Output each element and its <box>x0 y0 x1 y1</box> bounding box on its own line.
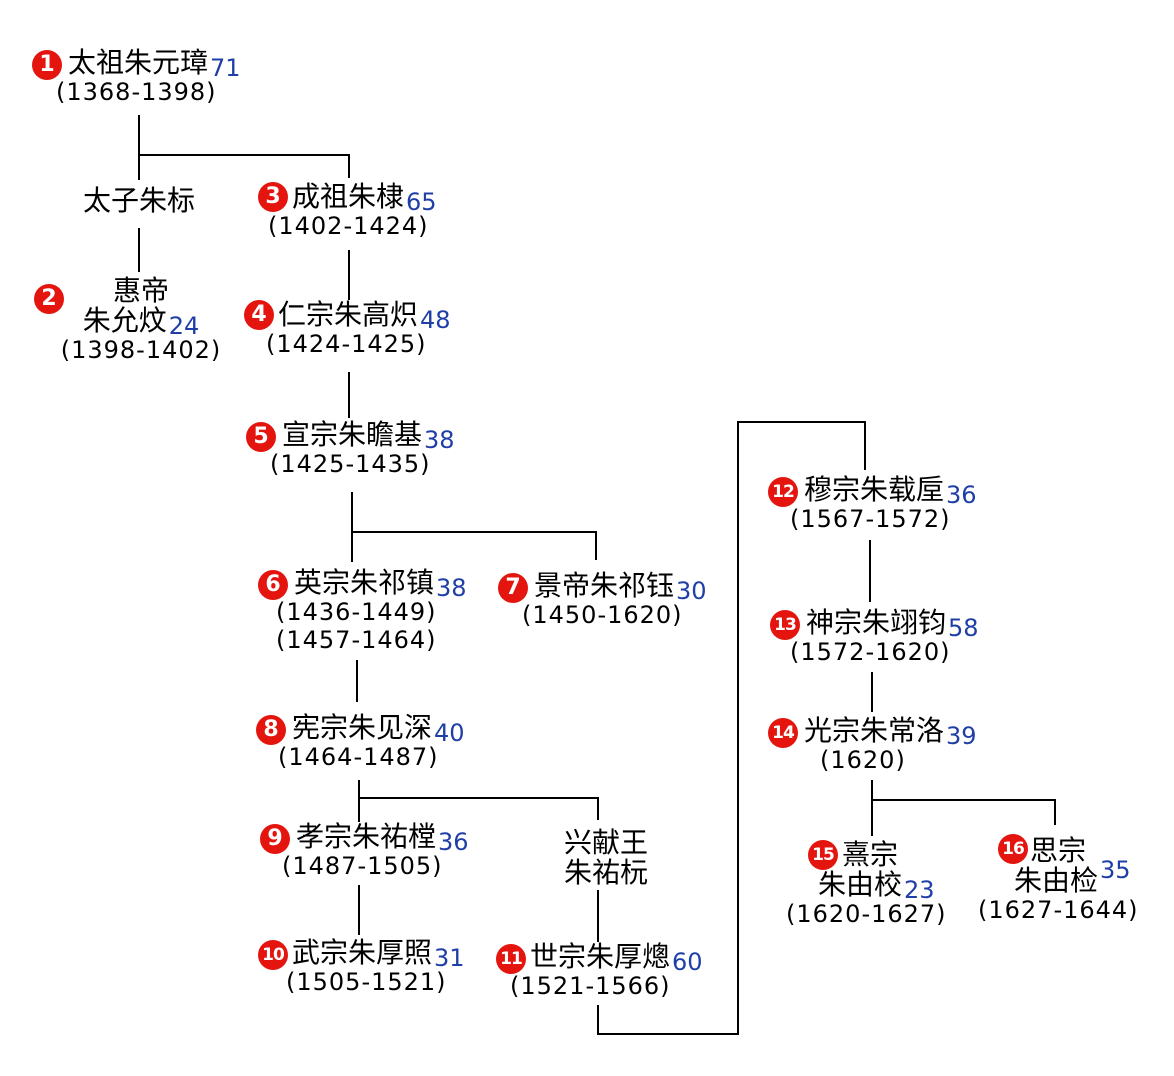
reign-years: (1398-1402) <box>60 336 222 364</box>
prince-xingxian: 兴献王 朱祐杬 <box>548 828 664 888</box>
crown-prince-zhubiao: 太子朱标 <box>83 184 196 217</box>
badge-3: 3 <box>258 182 288 212</box>
emperor-name: 太祖朱元璋 <box>68 46 209 79</box>
badge-13: 13 <box>770 610 800 640</box>
badge-10: 10 <box>258 940 288 970</box>
reign-years: (1572-1620) <box>790 638 951 666</box>
badge-14: 14 <box>768 718 798 748</box>
age-at-death: 38 <box>424 426 455 454</box>
edge-1-children <box>138 115 350 180</box>
age-at-death: 65 <box>406 188 437 216</box>
emperor-name: 景帝朱祁钰 <box>534 569 675 602</box>
reign-years: (1450-1620) <box>522 601 683 629</box>
badge-12: 12 <box>768 477 798 507</box>
edge-8-children <box>358 780 599 822</box>
age-at-death: 58 <box>948 614 979 642</box>
age-at-death: 40 <box>434 719 465 747</box>
emperor-name: 穆宗朱载垕 <box>804 473 945 506</box>
badge-1: 1 <box>32 50 62 80</box>
badge-6: 6 <box>258 570 288 600</box>
emperor-name: 光宗朱常洛 <box>804 714 945 747</box>
emperor-name: 朱由校 <box>818 868 903 901</box>
emperor-name: 成祖朱棣 <box>292 180 405 213</box>
edge-11-12 <box>597 421 866 1035</box>
age-at-death: 48 <box>420 306 451 334</box>
badge-16: 16 <box>998 834 1028 864</box>
reign-years: (1487-1505) <box>282 852 443 880</box>
age-at-death: 31 <box>434 944 465 972</box>
badge-5: 5 <box>246 422 276 452</box>
edge-14-children <box>871 780 1056 836</box>
badge-7: 7 <box>498 573 528 603</box>
emperor-name: 神宗朱翊钧 <box>806 606 947 639</box>
badge-8: 8 <box>256 715 286 745</box>
reign-years: (1368-1398) <box>56 78 217 106</box>
emperor-1: 1 太祖朱元璋71 (1368-1398) <box>32 48 241 106</box>
emperor-4: 4 仁宗朱高炽48 (1424-1425) <box>244 300 451 358</box>
emperor-6: 6 英宗朱祁镇38 (1436-1449) (1457-1464) <box>258 568 467 654</box>
emperor-16: 思宗 朱由检35 (1627-1644) <box>970 834 1160 925</box>
badge-11: 11 <box>496 944 526 974</box>
temple-title: 惠帝 <box>112 274 169 307</box>
reign-years: (1425-1435) <box>270 450 431 478</box>
reign-years: (1521-1566) <box>510 972 671 1000</box>
emperor-15: 熹宗 朱由校23 (1620-1627) <box>786 838 976 929</box>
reign-years-second: (1457-1464) <box>276 626 437 654</box>
age-at-death: 23 <box>904 876 935 904</box>
emperor-14: 14 光宗朱常洛39 (1620) <box>768 716 977 774</box>
age-at-death: 36 <box>946 481 977 509</box>
age-at-death: 36 <box>438 828 469 856</box>
reign-years: (1567-1572) <box>790 505 951 533</box>
emperor-name: 宣宗朱瞻基 <box>282 418 423 451</box>
emperor-name: 朱由检 <box>1014 864 1099 897</box>
badge-15: 15 <box>808 840 838 870</box>
emperor-10: 10 武宗朱厚照31 (1505-1521) <box>258 938 465 996</box>
reign-years: (1627-1644) <box>978 896 1139 924</box>
emperor-name: 朱允炆 <box>82 304 167 337</box>
emperor-name: 宪宗朱见深 <box>292 711 433 744</box>
reign-years: (1402-1424) <box>268 212 429 240</box>
emperor-7: 7 景帝朱祁钰30 (1450-1620) <box>498 571 707 629</box>
prince-name: 朱祐杬 <box>563 856 648 889</box>
age-at-death: 38 <box>436 574 467 602</box>
emperor-5: 5 宣宗朱瞻基38 (1425-1435) <box>246 420 455 478</box>
age-at-death: 24 <box>168 312 200 340</box>
emperor-name: 仁宗朱高炽 <box>278 298 419 331</box>
badge-9: 9 <box>260 824 290 854</box>
emperor-name: 英宗朱祁镇 <box>294 566 435 599</box>
reign-years: (1464-1487) <box>278 743 439 771</box>
age-at-death: 35 <box>1100 856 1131 884</box>
reign-years: (1620-1627) <box>786 900 947 928</box>
prince-title: 兴献王 <box>563 826 648 859</box>
edge-5-children <box>351 492 597 562</box>
emperor-3: 3 成祖朱棣65 (1402-1424) <box>258 182 437 240</box>
reign-years: (1505-1521) <box>286 968 447 996</box>
age-at-death: 30 <box>676 577 707 605</box>
badge-2: 2 <box>34 284 64 314</box>
age-at-death: 60 <box>672 948 703 976</box>
emperor-2: 惠帝 朱允炆24 (1398-1402) <box>52 274 230 365</box>
temple-title: 思宗 <box>1030 834 1087 867</box>
emperor-name: 武宗朱厚照 <box>292 936 433 969</box>
age-at-death: 71 <box>210 54 241 82</box>
badge-4: 4 <box>244 300 274 330</box>
emperor-11: 11 世宗朱厚熜60 (1521-1566) <box>496 942 703 1000</box>
temple-title: 熹宗 <box>842 838 899 871</box>
emperor-12: 12 穆宗朱载垕36 (1567-1572) <box>768 475 977 533</box>
emperor-name: 世宗朱厚熜 <box>530 940 671 973</box>
emperor-9: 9 孝宗朱祐樘36 (1487-1505) <box>260 822 469 880</box>
emperor-name: 孝宗朱祐樘 <box>296 820 437 853</box>
emperor-8: 8 宪宗朱见深40 (1464-1487) <box>256 713 465 771</box>
reign-years: (1424-1425) <box>266 330 427 358</box>
emperor-13: 13 神宗朱翊钧58 (1572-1620) <box>770 608 979 666</box>
reign-years: (1436-1449) <box>276 598 437 626</box>
age-at-death: 39 <box>946 722 977 750</box>
reign-years: (1620) <box>820 746 906 774</box>
